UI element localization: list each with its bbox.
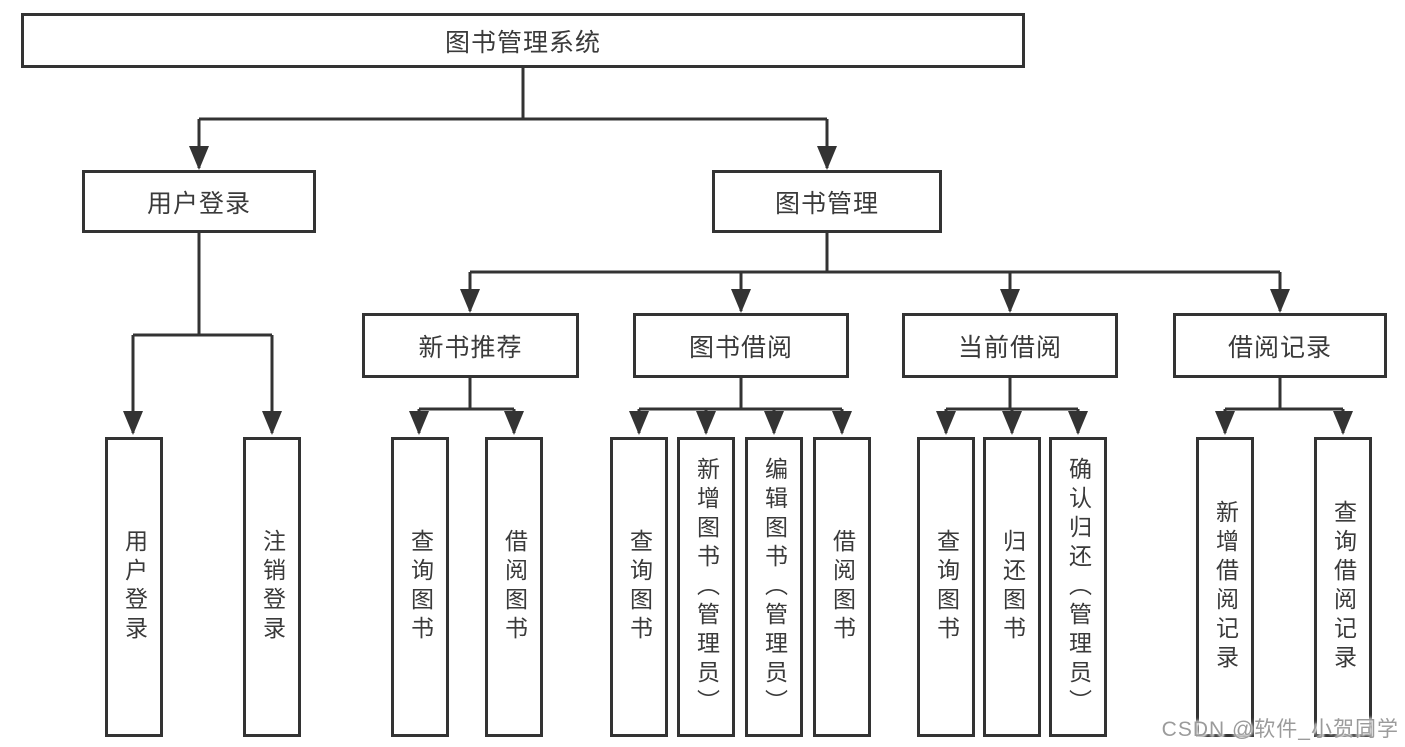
node-label: 图书管理	[774, 189, 879, 218]
node-current-borrow: 当前借阅	[902, 313, 1118, 378]
leaf-current-query-books: 查询图书	[917, 437, 975, 737]
connector-current-borrow-children	[936, 378, 1088, 435]
node-user-login: 用户登录	[82, 170, 316, 233]
node-book-borrow: 图书借阅	[633, 313, 849, 378]
connector-borrow-records-children	[1215, 378, 1353, 435]
csdn-watermark: CSDN @软件_小贺同学	[1161, 718, 1399, 741]
leaf-add-books-admin: 新增图书（管理员）	[677, 437, 735, 737]
connector-book-management-children	[460, 233, 1290, 313]
node-root-library-system: 图书管理系统	[21, 13, 1025, 68]
node-label: 确认归还（管理员）	[1065, 456, 1092, 718]
leaf-return-books: 归还图书	[983, 437, 1041, 737]
node-label: 图书借阅	[688, 333, 793, 362]
node-label: 查询借阅记录	[1330, 500, 1357, 674]
node-book-management: 图书管理	[712, 170, 942, 233]
connector-new-book-recommend-children	[409, 378, 524, 435]
node-new-book-recommend: 新书推荐	[362, 313, 579, 378]
node-label: 查询图书	[933, 529, 960, 645]
node-label: 用户登录	[121, 529, 148, 645]
node-label: 注销登录	[259, 529, 286, 645]
leaf-query-borrow-record: 查询借阅记录	[1314, 437, 1372, 737]
node-label: 借阅图书	[501, 529, 528, 645]
node-label: 编辑图书（管理员）	[761, 456, 788, 718]
node-label: 查询图书	[626, 529, 653, 645]
leaf-confirm-return-admin: 确认归还（管理员）	[1049, 437, 1107, 737]
connector-book-borrow-children	[629, 378, 852, 435]
node-label: 借阅图书	[829, 529, 856, 645]
node-label: 新增借阅记录	[1212, 500, 1239, 674]
leaf-add-borrow-record: 新增借阅记录	[1196, 437, 1254, 737]
node-label: 新书推荐	[418, 333, 523, 362]
node-label: 当前借阅	[957, 333, 1062, 362]
node-label: 图书管理系统	[444, 28, 601, 57]
node-label: 查询图书	[407, 529, 434, 645]
node-label: 用户登录	[146, 189, 251, 218]
node-label: 借阅记录	[1227, 333, 1332, 362]
leaf-newbook-query-books: 查询图书	[391, 437, 449, 737]
leaf-borrow-query-books: 查询图书	[610, 437, 668, 737]
leaf-borrow-books: 借阅图书	[813, 437, 871, 737]
node-label: 新增图书（管理员）	[693, 456, 720, 718]
leaf-newbook-borrow-books: 借阅图书	[485, 437, 543, 737]
connector-user-login-children	[123, 233, 282, 435]
leaf-edit-books-admin: 编辑图书（管理员）	[745, 437, 803, 737]
connector-root-to-level2	[189, 68, 837, 170]
node-label: 归还图书	[999, 529, 1026, 645]
leaf-user-login: 用户登录	[105, 437, 163, 737]
leaf-logout: 注销登录	[243, 437, 301, 737]
node-borrow-records: 借阅记录	[1173, 313, 1387, 378]
